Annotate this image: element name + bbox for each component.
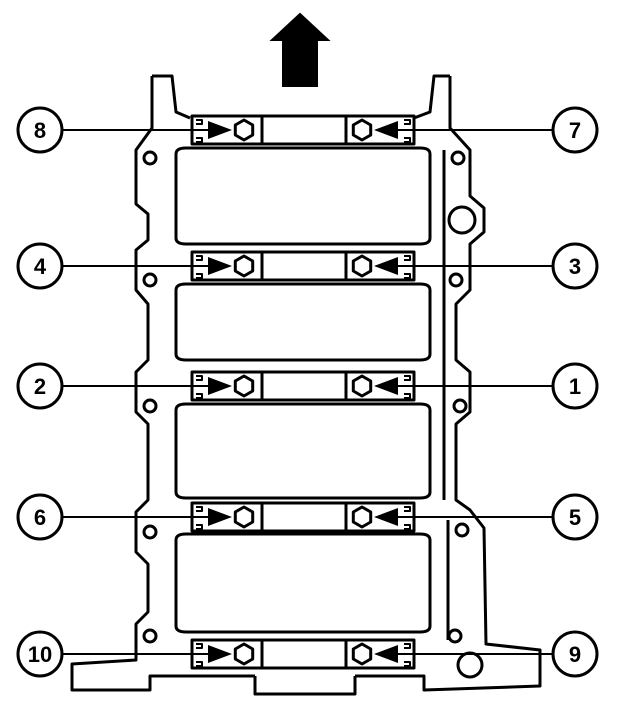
callout-circle <box>551 362 599 410</box>
arrowhead-icon <box>208 257 232 275</box>
hex-bolt-icon <box>233 118 255 142</box>
callout-8: 8 <box>16 106 232 154</box>
hex-bolt-icon <box>233 254 255 278</box>
callout-5: 5 <box>374 493 599 541</box>
callout-number: 2 <box>34 374 46 399</box>
arrowhead-icon <box>374 377 398 395</box>
callout-number: 8 <box>34 118 46 143</box>
arrowhead-icon <box>374 645 398 663</box>
hex-bolt-icon <box>351 505 373 529</box>
arrowhead-icon <box>374 257 398 275</box>
callout-6: 6 <box>16 493 232 541</box>
callout-circle <box>16 630 64 678</box>
engine-block-outline <box>70 74 542 696</box>
callout-circle <box>16 242 64 290</box>
callout-number: 7 <box>569 118 581 143</box>
callout-number: 10 <box>28 642 52 667</box>
hex-bolt-icon <box>351 642 373 666</box>
callout-4: 4 <box>16 242 232 290</box>
crank-pocket-4 <box>174 532 432 634</box>
crank-pocket-1 <box>174 146 432 246</box>
callout-3: 3 <box>374 242 599 290</box>
callout-circle <box>551 242 599 290</box>
callout-circle <box>16 362 64 410</box>
callout-number: 1 <box>569 374 581 399</box>
arrowhead-icon <box>374 121 398 139</box>
hex-bolt-icon <box>233 374 255 398</box>
callout-number: 9 <box>569 642 581 667</box>
callout-2: 2 <box>16 362 232 410</box>
front-direction-arrow-icon <box>269 12 331 87</box>
callout-number: 3 <box>569 254 581 279</box>
bearing-cap-row-2 <box>190 250 416 282</box>
hex-bolt-icon <box>233 642 255 666</box>
arrowhead-icon <box>208 121 232 139</box>
bolt-callouts: 8 7 4 3 2 1 6 5 10 9 <box>16 106 599 678</box>
callout-circle <box>551 106 599 154</box>
callout-10: 10 <box>16 630 232 678</box>
callout-circle <box>551 630 599 678</box>
crank-pocket-3 <box>174 402 432 500</box>
hex-bolt-icon <box>351 374 373 398</box>
callout-number: 4 <box>34 254 47 279</box>
arrowhead-icon <box>208 377 232 395</box>
arrowhead-icon <box>208 645 232 663</box>
callout-circle <box>16 106 64 154</box>
arrowhead-icon <box>374 508 398 526</box>
callout-number: 6 <box>34 505 46 530</box>
callout-1: 1 <box>374 362 599 410</box>
hex-bolt-icon <box>233 505 255 529</box>
callout-7: 7 <box>374 106 599 154</box>
callout-circle <box>551 493 599 541</box>
dowel-holes <box>142 150 470 644</box>
crank-pocket-2 <box>174 282 432 362</box>
hex-bolt-icon <box>351 118 373 142</box>
arrowhead-icon <box>208 508 232 526</box>
callout-9: 9 <box>374 630 599 678</box>
callout-number: 5 <box>569 505 581 530</box>
hex-bolt-icon <box>351 254 373 278</box>
callout-circle <box>16 493 64 541</box>
